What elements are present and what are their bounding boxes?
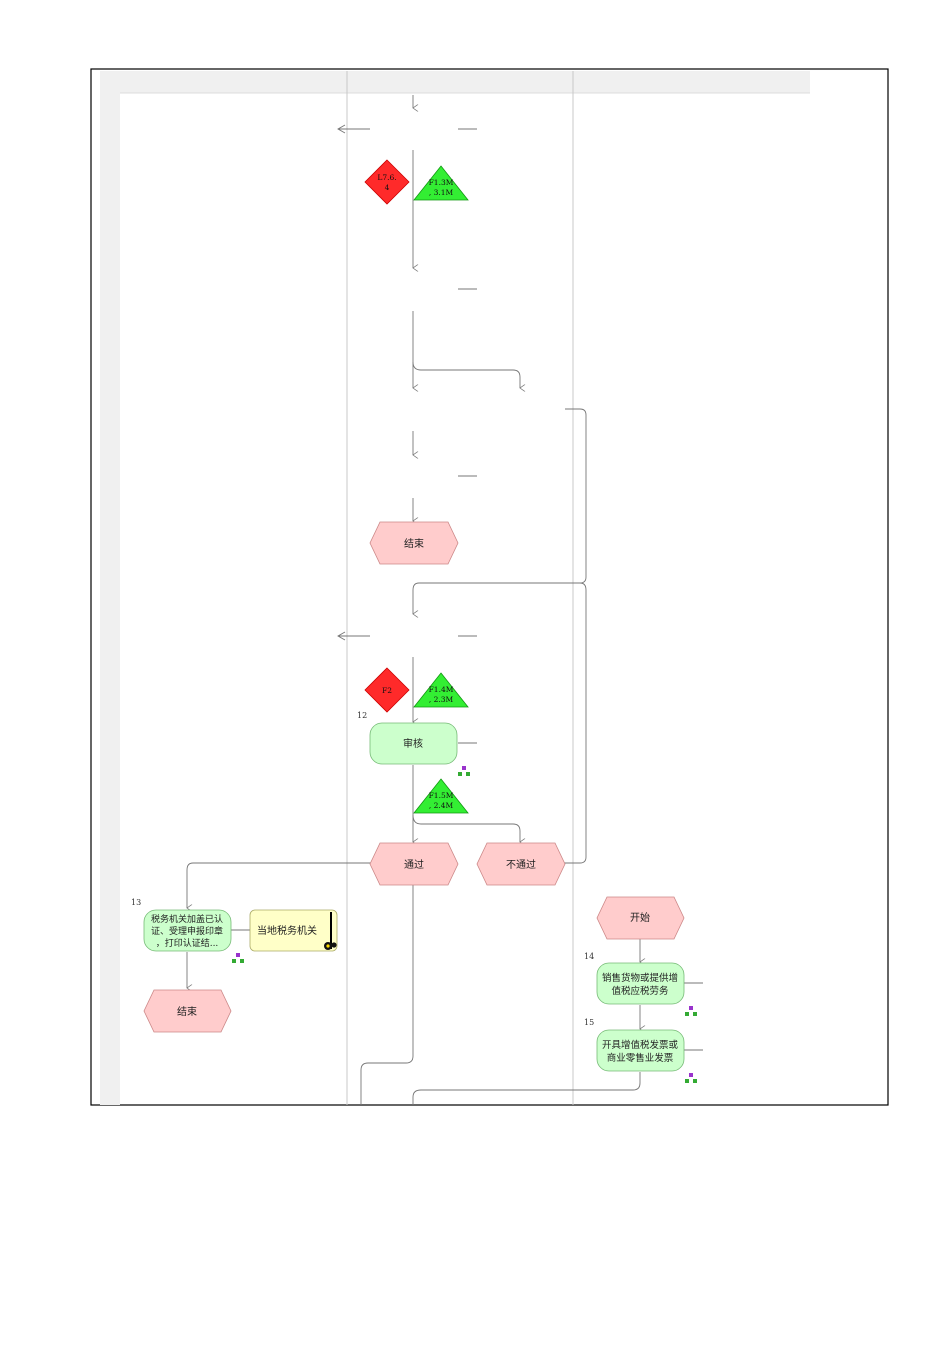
- risk-marker[interactable]: L7.6. 4: [364, 159, 410, 205]
- org-unit-local-tax-office[interactable]: 当地税务机关: [249, 909, 338, 952]
- process-icon: [685, 1073, 697, 1083]
- review-function-label: 审核: [403, 737, 423, 750]
- risk-marker[interactable]: F2: [364, 667, 410, 713]
- function-text-line: 税务机关加盖已认: [151, 913, 223, 925]
- function-text-line: 证、受理申报印章: [151, 925, 223, 937]
- step-number: 13: [131, 898, 141, 907]
- control-marker-label: , 3.1M: [429, 188, 454, 197]
- function-text-line: 销售货物或提供增: [602, 972, 678, 984]
- process-icon: [458, 766, 470, 776]
- step-number: 14: [584, 952, 594, 961]
- control-marker-label: F1.5M: [429, 791, 454, 800]
- lane-sidebar: [100, 71, 120, 1105]
- step-number: 15: [584, 1018, 594, 1027]
- pass-event-label: 通过: [404, 858, 424, 871]
- process-icon: [232, 953, 244, 963]
- process-icon: [685, 1006, 697, 1016]
- issue-invoice-function[interactable]: 开具增值税发票或 商业零售业发票: [596, 1029, 685, 1072]
- org-unit-icon: [324, 942, 337, 950]
- control-marker-label: F1.3M: [429, 178, 454, 187]
- fail-event[interactable]: 不通过: [476, 842, 566, 886]
- fail-event-label: 不通过: [506, 858, 536, 871]
- lane-header: [100, 71, 810, 93]
- function-text-line: 商业零售业发票: [607, 1052, 674, 1064]
- review-function[interactable]: 审核: [369, 722, 458, 765]
- pass-event[interactable]: 通过: [369, 842, 459, 886]
- risk-marker-label: L7.6.: [377, 173, 396, 182]
- control-marker-label: , 2.4M: [429, 801, 454, 810]
- step-number: 12: [357, 711, 367, 720]
- org-unit-label: 当地税务机关: [257, 924, 317, 937]
- function-text-line: 值税应税劳务: [611, 985, 669, 997]
- control-marker[interactable]: F1.5M , 2.4M: [413, 778, 469, 814]
- function-text-line: 开具增值税发票或: [602, 1039, 679, 1051]
- risk-marker-label: 4: [385, 183, 390, 192]
- control-marker[interactable]: F1.4M , 2.3M: [413, 672, 469, 708]
- start-event[interactable]: 开始: [596, 896, 685, 940]
- end-event[interactable]: 结束: [369, 521, 459, 565]
- risk-marker-label: F2: [382, 686, 392, 695]
- start-event-label: 开始: [630, 911, 650, 924]
- function-text-line: ，打印认证结...: [156, 937, 219, 949]
- control-marker-label: F1.4M: [429, 685, 454, 694]
- end-event-label: 结束: [177, 1005, 197, 1018]
- control-marker-label: , 2.3M: [429, 695, 454, 704]
- end-event[interactable]: 结束: [143, 989, 232, 1033]
- tax-office-stamp-function[interactable]: 税务机关加盖已认 证、受理申报印章 ，打印认证结...: [143, 909, 232, 952]
- connectors: [187, 95, 703, 1105]
- control-marker[interactable]: F1.3M , 3.1M: [413, 165, 469, 201]
- sell-goods-function[interactable]: 销售货物或提供增 值税应税劳务: [596, 962, 685, 1005]
- end-event-label: 结束: [404, 537, 424, 550]
